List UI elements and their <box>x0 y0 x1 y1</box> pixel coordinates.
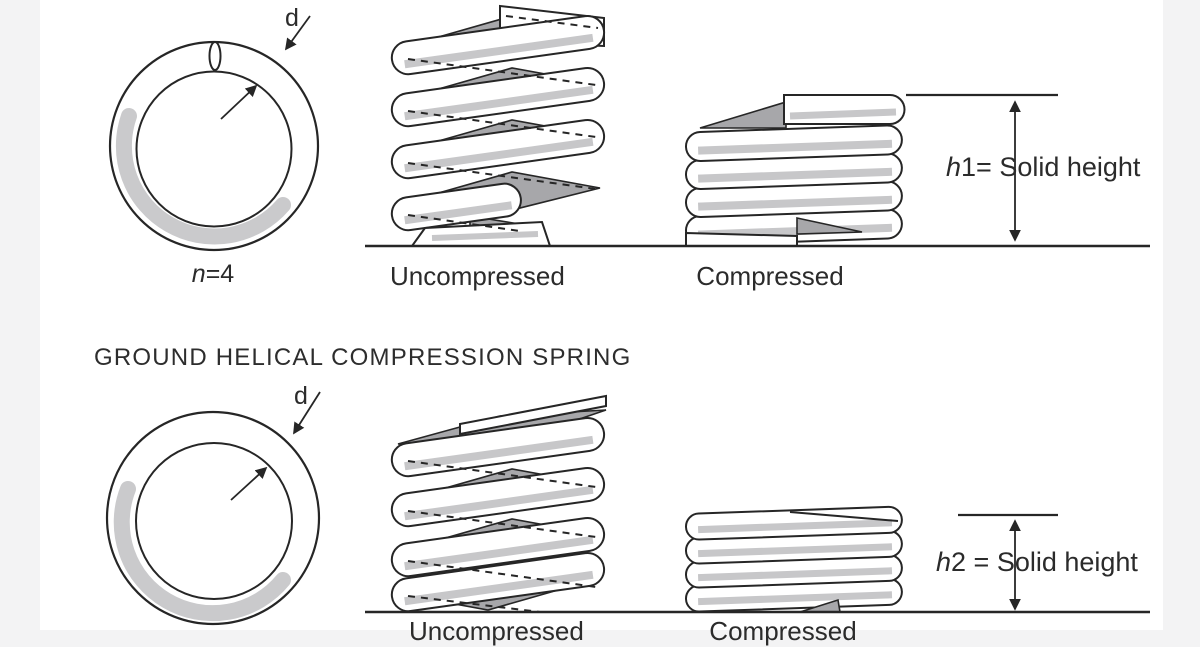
top-ring-inner-circle <box>135 70 293 228</box>
bottom-wire-diameter-arrow <box>293 391 321 435</box>
bottom-uncompressed-spring-drawing <box>390 394 607 613</box>
ground-cut-line <box>789 511 899 522</box>
bottom-uncompressed-label: Uncompressed <box>409 616 584 646</box>
top-inner-diameter-arrow <box>220 84 258 120</box>
coil-gap-shading <box>796 217 863 235</box>
coil-shading <box>404 137 594 173</box>
bottom-ring-inner-circle <box>135 442 293 600</box>
line-art-canvas <box>105 4 1150 626</box>
coil-shading <box>404 570 594 606</box>
bottom-compressed-spring-drawing <box>684 505 903 613</box>
top-compressed-spring-drawing <box>684 94 906 247</box>
top-coil-count-label: n=4 <box>168 260 258 289</box>
coil-shading <box>404 435 594 471</box>
coil-shading <box>697 543 893 558</box>
top-ring-wire-end-gap <box>208 41 222 71</box>
h2-dimension-lines <box>958 513 1058 611</box>
ground-end-sliver <box>459 394 607 436</box>
coil-shading <box>404 535 594 571</box>
hidden-coil-line <box>407 510 597 538</box>
top-ring-diagram <box>108 15 320 252</box>
bottom-wire-end-tab <box>685 231 798 247</box>
bottom-inner-diameter-arrow <box>230 466 268 501</box>
coil-shading <box>697 567 893 582</box>
h2-text: 2 = Solid height <box>951 547 1138 577</box>
top-uncompressed-label: Uncompressed <box>390 261 565 291</box>
h2-variable: h <box>936 547 952 577</box>
top-compressed-label: Compressed <box>696 261 844 291</box>
hidden-coil-line <box>407 214 521 232</box>
tab-shading <box>431 231 539 241</box>
spring-diagram-figure: d n=4 Uncompressed Compressed h1= Solid … <box>40 0 1163 646</box>
top-ring-shading <box>115 108 291 245</box>
coil-shading <box>404 33 594 69</box>
hidden-coil-line <box>505 15 599 29</box>
hidden-coil-line <box>407 58 597 86</box>
coil-gap-shading <box>699 100 787 129</box>
coil-shading <box>697 195 893 211</box>
tab-shading <box>789 108 897 120</box>
bottom-compressed-label: Compressed <box>709 616 857 646</box>
coil-shading <box>697 139 893 155</box>
coil-count-variable: n <box>191 260 206 288</box>
top-uncompressed-spring-drawing <box>390 4 606 247</box>
top-wire-diameter-label: d <box>285 4 299 32</box>
coil-shading <box>697 519 893 534</box>
hidden-coil-line <box>407 595 541 613</box>
coil-shading <box>697 167 893 183</box>
h1-text: 1= Solid height <box>961 152 1141 182</box>
hidden-coil-line <box>407 110 597 138</box>
bottom-wire-diameter-label: d <box>294 382 308 410</box>
coil-shading <box>697 591 893 606</box>
h1-variable: h <box>946 152 962 182</box>
hidden-coil-line <box>407 560 597 588</box>
top-wire-diameter-arrow <box>284 15 311 51</box>
h1-dimension-lines <box>906 93 1058 242</box>
hidden-coil-line <box>407 460 597 488</box>
section-title: GROUND HELICAL COMPRESSION SPRING <box>94 344 632 371</box>
coil-count-value: =4 <box>205 260 235 288</box>
bottom-ring-shading <box>113 481 291 622</box>
h2-solid-height-label: h2 = Solid height <box>936 547 1138 578</box>
h1-solid-height-label: h1= Solid height <box>946 152 1140 183</box>
bottom-ring-diagram <box>105 391 321 626</box>
coil-shading <box>404 85 594 121</box>
hidden-coil-line <box>407 162 597 190</box>
coil-shading <box>404 485 594 521</box>
